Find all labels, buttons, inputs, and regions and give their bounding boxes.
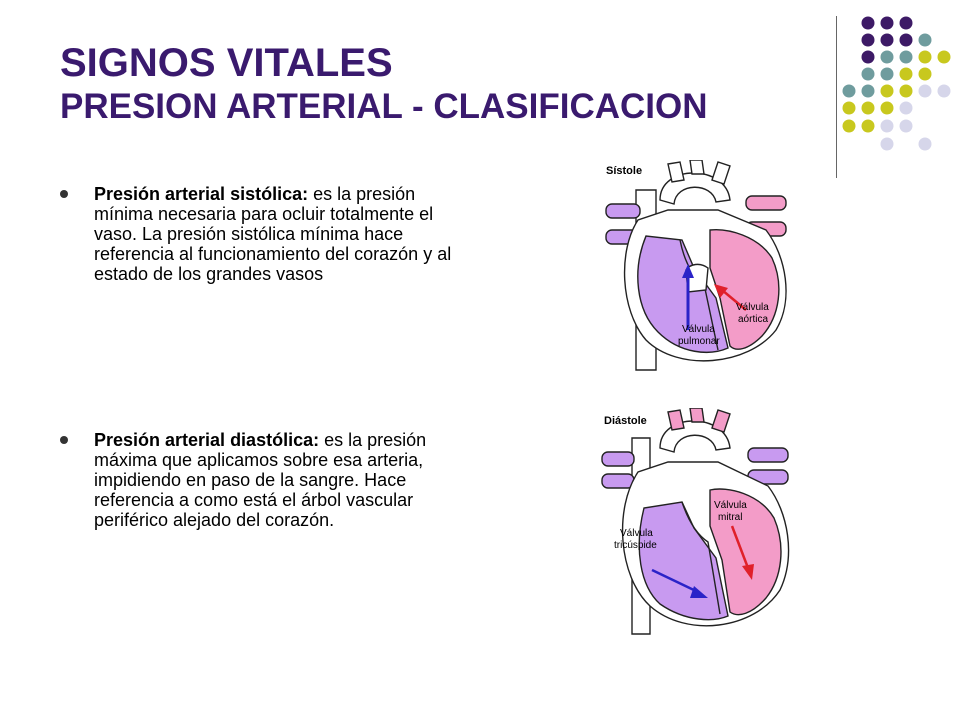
aortic-valve-label-line1: Válvula <box>736 302 769 313</box>
diastole-label: Diástole <box>604 415 647 427</box>
bullet-diastolic: Presión arterial diastólica: es la presi… <box>60 430 460 530</box>
bullet-systolic-description: es la presión mínima necesaria para oclu… <box>94 184 452 284</box>
tricuspid-valve-label-line1: Válvula <box>620 528 653 539</box>
systole-label: Sístole <box>606 165 642 177</box>
bullet-dot <box>60 190 68 198</box>
slide-title: SIGNOS VITALES PRESION ARTERIAL - CLASIF… <box>60 40 708 128</box>
bullet-diastolic-text: Presión arterial diastólica: es la presi… <box>94 430 460 530</box>
systole-arrows <box>682 264 747 330</box>
title-line-2: PRESION ARTERIAL - CLASIFICACION <box>60 87 708 126</box>
bullet-systolic-term: Presión arterial sistólica: <box>94 184 309 204</box>
dot-grid <box>842 16 951 151</box>
diastole-arrows <box>651 525 754 598</box>
title-line-1: SIGNOS VITALES <box>60 41 393 85</box>
tricuspid-valve-label-line2: tricúspide <box>614 540 657 551</box>
bullet-dot <box>60 436 68 444</box>
decorative-dot-grid <box>836 16 951 178</box>
bullet-diastolic-term: Presión arterial diastólica: <box>94 430 320 450</box>
mitral-valve-label-line1: Válvula <box>714 500 747 511</box>
aortic-valve-label-line2: aórtica <box>738 314 768 325</box>
pulmonary-valve-label-line1: Válvula <box>682 324 715 335</box>
pulmonary-valve-label-line2: pulmonar <box>678 336 720 347</box>
bullet-systolic-text: Presión arterial sistólica: es la presió… <box>94 184 460 284</box>
bullet-diastolic-description: es la presión máxima que aplicamos sobre… <box>94 430 427 530</box>
mitral-valve-label-line2: mitral <box>718 512 742 523</box>
heart-diastole-diagram: Diástole Válvula mitral Válvula tricúspi… <box>601 408 790 635</box>
heart-systole-diagram: Sístole Válvula aórtica Válvula pulmonar <box>605 160 787 371</box>
bullet-systolic: Presión arterial sistólica: es la presió… <box>60 184 460 284</box>
